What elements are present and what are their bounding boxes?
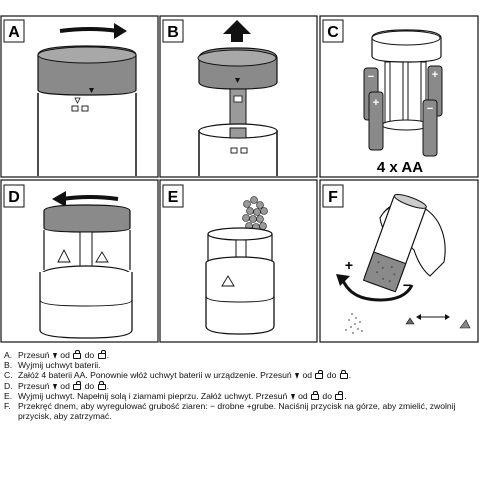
lock-closed-icon (311, 390, 320, 400)
instruction-f: F. Przekręć dnem, aby wyregulować grubość… (4, 401, 478, 421)
instruction-fragment: od (57, 350, 73, 360)
instruction-letter: E. (4, 390, 13, 401)
panel-c: C − + + − 4 x AA (319, 15, 479, 178)
lock-open-icon (315, 370, 324, 380)
instruction-fragment: od (295, 390, 311, 401)
lock-closed-icon (339, 370, 348, 380)
svg-text:+: + (373, 97, 379, 109)
fine-sign: − (403, 277, 411, 293)
panel-f-letter: F (328, 189, 338, 206)
instruction-fragment: . (344, 390, 347, 401)
marker-triangle-icon (295, 373, 300, 380)
panel-f: F + − (319, 179, 479, 343)
instruction-b: B. Wyjmij uchwyt baterii. (4, 360, 478, 370)
instruction-fragment: do (82, 350, 97, 360)
panel-a-letter: A (8, 24, 20, 41)
instruction-text: Przesuń od do . (18, 380, 478, 391)
lock-closed-icon (73, 350, 82, 359)
instruction-fragment: . (106, 380, 109, 391)
panel-d-letter: D (8, 189, 20, 206)
instruction-fragment: Przekręć dnem, aby wyregulować grubość z… (18, 401, 456, 422)
coarse-sign: + (345, 257, 353, 273)
instruction-diagram: A B C (0, 15, 479, 343)
instruction-text: Przekręć dnem, aby wyregulować grubość z… (18, 401, 478, 421)
lock-closed-icon (97, 380, 106, 390)
instruction-fragment: Przesuń (18, 350, 52, 360)
instruction-c: C. Załóż 4 baterii AA. Ponownie włóż uchw… (4, 370, 478, 380)
instruction-e: E. Wyjmij uchwyt. Napełnij solą i ziarnam… (4, 390, 478, 401)
instruction-fragment: od (300, 370, 315, 381)
svg-text:−: − (368, 71, 374, 83)
instruction-letter: C. (4, 370, 13, 381)
instruction-fragment: Przesuń (18, 380, 52, 391)
battery-caption: 4 x AA (377, 159, 423, 176)
instruction-fragment: Wyjmij uchwyt. Napełnij solą i ziarnami … (18, 390, 290, 401)
marker-triangle-icon (52, 383, 57, 390)
instruction-fragment: Załóż 4 baterii AA. Ponownie włóż uchwyt… (18, 370, 295, 381)
instruction-text: Wyjmij uchwyt baterii. (18, 360, 478, 370)
panel-c-letter: C (327, 24, 339, 41)
instruction-fragment: Wyjmij uchwyt baterii. (18, 360, 101, 371)
instruction-letter: D. (4, 380, 13, 391)
instruction-text: Przesuń od do . (18, 350, 478, 360)
panel-b-letter: B (167, 24, 179, 41)
instruction-d: D. Przesuń od do . (4, 380, 478, 391)
panel-a: A (0, 15, 159, 178)
instructions-list: A. Przesuń od do . B. Wyjmij uchwyt baterii… (4, 350, 478, 421)
lock-open-icon (335, 390, 344, 400)
instruction-fragment: . (348, 370, 352, 381)
instruction-text: Załóż 4 baterii AA. Ponownie włóż uchwyt… (18, 370, 478, 380)
marker-triangle-icon (290, 393, 295, 400)
lock-open-icon (97, 350, 106, 359)
panel-d: D (0, 179, 159, 343)
svg-text:−: − (427, 103, 433, 115)
instruction-letter: B. (4, 360, 13, 371)
instruction-a: A. Przesuń od do . (4, 350, 478, 360)
instruction-letter: F. (4, 401, 11, 412)
instruction-fragment: do (82, 380, 97, 391)
panel-b: B (159, 15, 318, 178)
panel-e: E (159, 179, 318, 343)
instruction-fragment: od (57, 380, 73, 391)
instruction-text: Wyjmij uchwyt. Napełnij solą i ziarnami … (18, 390, 478, 401)
instruction-letter: A. (4, 350, 13, 360)
instruction-fragment: . (106, 350, 109, 360)
instruction-fragment: do (324, 370, 339, 381)
marker-triangle-icon (52, 353, 57, 359)
instruction-fragment: do (320, 390, 335, 401)
svg-text:+: + (432, 69, 438, 81)
panel-e-letter: E (168, 189, 179, 206)
lock-open-icon (73, 380, 82, 390)
